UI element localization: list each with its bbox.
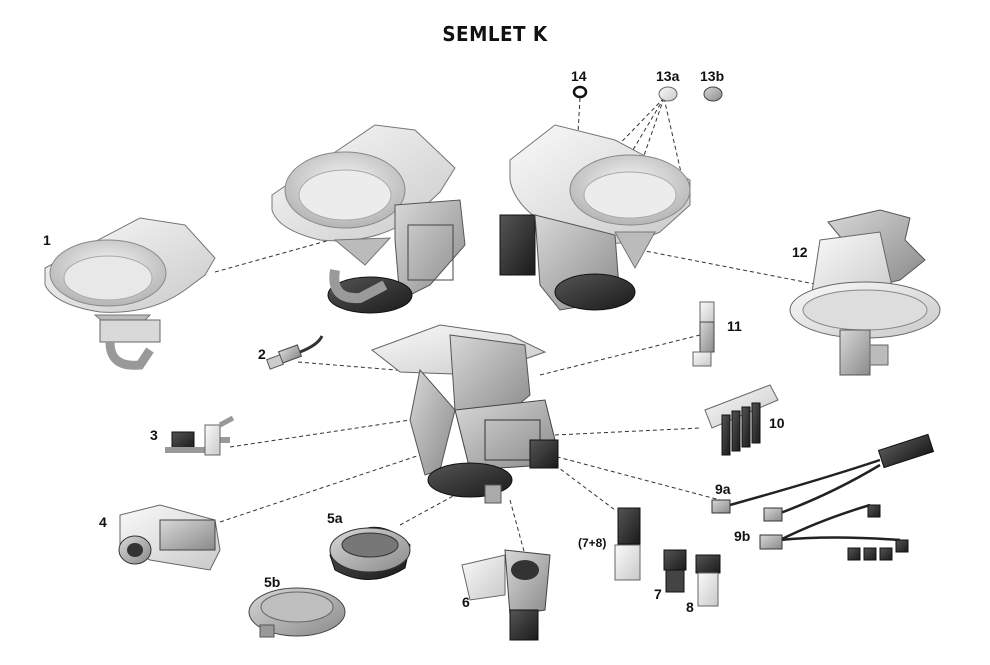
part-5a-cover [329,526,411,580]
part-7-8-filter [614,507,641,581]
label-part-7-8: (7+8) [578,536,607,550]
center-chassis [370,324,559,504]
label-part-3: 3 [150,427,158,443]
part-5b-plate [248,587,346,638]
part-8-filter [695,554,721,607]
assembly-view-right [499,124,691,311]
label-part-9b: 9b [734,528,751,544]
assembly-view-left [271,124,466,314]
label-part-4: 4 [99,514,107,530]
part-9b-harness [759,503,909,561]
label-part-11: 11 [727,318,742,334]
part-6-outlet [461,549,551,641]
label-part-8: 8 [686,599,694,615]
part-13a-plug [658,86,678,102]
label-part-13b: 13b [700,68,725,84]
label-part-10: 10 [769,415,785,431]
part-14-oring [572,85,588,99]
label-part-1: 1 [43,232,51,248]
part-9a-cable [711,433,935,522]
label-part-7: 7 [654,586,662,602]
label-part-9a: 9a [715,481,731,497]
part-3-valve [165,415,235,456]
part-2-sensor [266,335,324,370]
part-7-filter [663,549,687,593]
label-part-6: 6 [462,594,470,610]
label-part-14: 14 [571,68,587,84]
part-13b-plug [703,86,723,102]
part-1-bowl [44,217,216,370]
part-10-relay-block [704,384,779,456]
label-part-5b: 5b [264,574,281,590]
part-11-valve [692,301,715,367]
label-part-5a: 5a [327,510,343,526]
label-part-13a: 13a [656,68,680,84]
label-part-2: 2 [258,346,266,362]
diagram-title: SEMLET K [442,22,548,46]
part-12-hopper [789,209,941,376]
label-part-12: 12 [792,244,808,260]
part-4-motor [118,504,221,571]
